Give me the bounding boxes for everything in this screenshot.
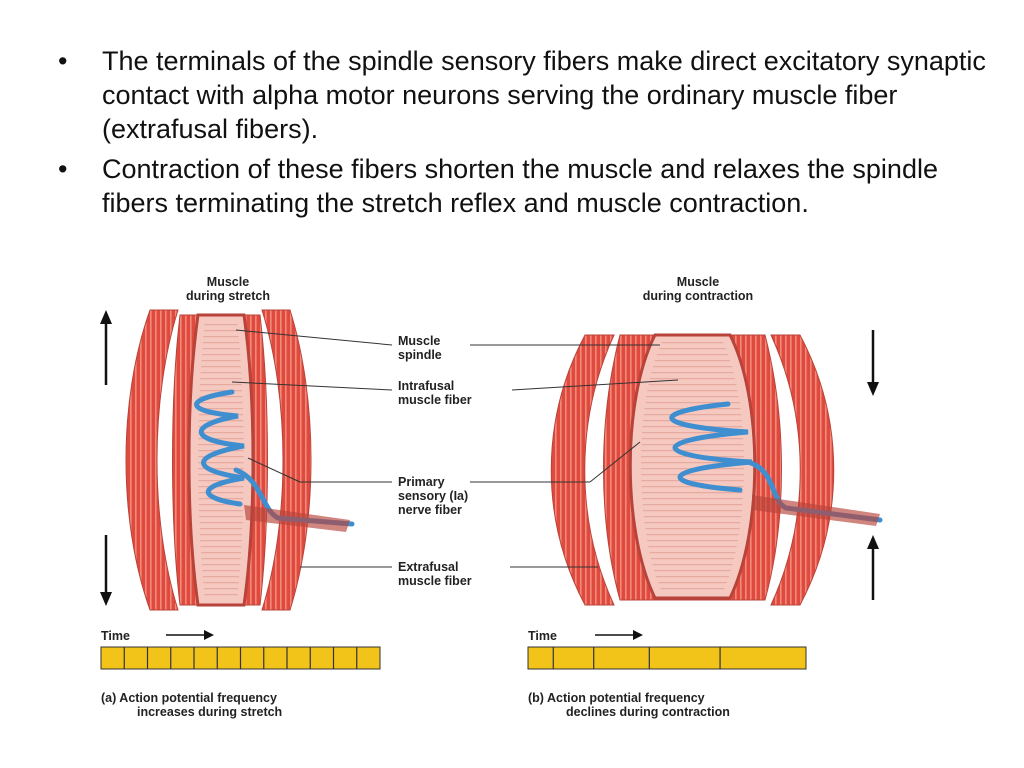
callout-extrafusal-1: Extrafusal: [398, 560, 458, 574]
right-intrafusal-fiber: [641, 342, 744, 592]
left-sensory-spiral: [194, 389, 245, 507]
left-up-arrow-icon: [100, 310, 112, 324]
leader-primary-left-a: [247, 457, 301, 483]
panel-b-timebar: Time (b) Action potential frequency decl…: [527, 629, 807, 719]
bullet-dot: •: [58, 154, 68, 184]
right-muscle-panel: [550, 330, 883, 606]
action-potential-ticks-b: [552, 647, 721, 669]
right-title-line1: Muscle: [677, 275, 719, 289]
caption-a-line1: (a) Action potential frequency: [101, 691, 277, 705]
caption-a-line2: increases during stretch: [137, 705, 282, 719]
callout-intrafusal-1: Intrafusal: [398, 379, 454, 393]
right-up-arrow-icon: [867, 535, 879, 549]
left-outer-muscle-right: [261, 309, 312, 611]
right-outer-muscle-left: [550, 334, 615, 606]
bullet-dot: •: [58, 46, 68, 76]
left-down-arrow-icon: [100, 592, 112, 606]
callout-muscle-spindle-1: Muscle: [398, 334, 440, 348]
leader-primary-right-b: [589, 441, 641, 483]
time-label-a: Time: [101, 629, 130, 643]
left-outer-muscle-left: [125, 309, 179, 611]
callout-primary-1: Primary: [398, 475, 445, 489]
left-title-line2: during stretch: [186, 289, 270, 303]
time-arrow-a-icon: [204, 630, 214, 640]
time-arrow-b-icon: [633, 630, 643, 640]
right-title-line2: during contraction: [643, 289, 753, 303]
action-potential-ticks-a: [123, 647, 358, 669]
leader-intrafusal-right: [511, 379, 679, 391]
bullet-list: • The terminals of the spindle sensory f…: [56, 44, 986, 226]
left-muscle-panel: [100, 309, 355, 611]
action-potential-bar-b: [527, 646, 807, 670]
panel-a-timebar: Time (a) Action potential frequency incr…: [100, 629, 381, 719]
leader-intrafusal-left: [231, 381, 393, 391]
bullet-item: • Contraction of these fibers shorten th…: [56, 152, 986, 220]
left-nerve-sheath: [244, 505, 350, 532]
left-title-line1: Muscle: [207, 275, 249, 289]
callout-muscle-spindle-2: spindle: [398, 348, 442, 362]
bullet-text: Contraction of these fibers shorten the …: [102, 154, 938, 218]
right-outer-muscle-right: [770, 334, 835, 606]
right-sensory-spiral: [669, 401, 753, 493]
bullet-item: • The terminals of the spindle sensory f…: [56, 44, 986, 146]
callouts: Muscle spindle Intrafusal muscle fiber P…: [231, 329, 679, 588]
time-label-b: Time: [528, 629, 557, 643]
callout-primary-2: sensory (Ia): [398, 489, 468, 503]
right-down-arrow-icon: [867, 382, 879, 396]
caption-b-line2: declines during contraction: [566, 705, 730, 719]
callout-primary-3: nerve fiber: [398, 503, 462, 517]
callout-extrafusal-2: muscle fiber: [398, 574, 472, 588]
callout-intrafusal-2: muscle fiber: [398, 393, 472, 407]
bullet-text: The terminals of the spindle sensory fib…: [102, 46, 986, 144]
right-nerve-sheath: [752, 495, 880, 526]
leader-muscle-spindle-left: [235, 329, 393, 346]
caption-b-line1: (b) Action potential frequency: [528, 691, 705, 705]
